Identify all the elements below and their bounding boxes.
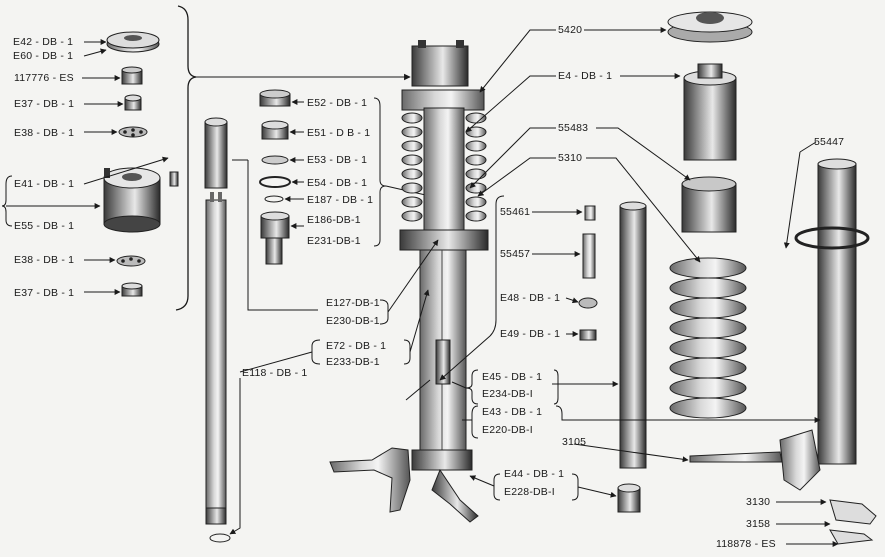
label-118878: 118878 - ES: [716, 538, 776, 550]
label-e186: E186-DB-1: [307, 214, 361, 226]
part-e51-collar: [261, 120, 289, 140]
label-117776: 117776 - ES: [14, 72, 74, 84]
label-e234: E234-DB-I: [482, 388, 533, 400]
part-e48-plate: [578, 297, 598, 309]
part-e118-rod: [205, 192, 231, 543]
part-upright-housing: [689, 158, 877, 545]
label-e44: E44 - DB - 1: [504, 468, 565, 480]
left-group-brace: [175, 5, 197, 311]
label-e38-lower: E38 - DB - 1: [14, 254, 75, 266]
part-main-strut-assembly: [329, 40, 489, 523]
label-e72: E72 - DB - 1: [326, 340, 387, 352]
label-e118: E118 - DB - 1: [242, 367, 308, 379]
part-5310-spring: [669, 257, 747, 419]
label-e42: E42 - DB - 1: [13, 36, 74, 48]
label-e51: E51 - D B - 1: [307, 127, 371, 139]
part-e187-ring: [264, 195, 284, 203]
part-e186-sleeve: [260, 211, 290, 265]
label-e49: E49 - DB - 1: [500, 328, 561, 340]
part-e54-ring: [259, 176, 291, 188]
part-e38-bearing: [118, 126, 148, 138]
label-e43: E43 - DB - 1: [482, 406, 543, 418]
part-e38-bearing-lower: [116, 255, 146, 267]
label-e52: E52 - DB - 1: [307, 97, 368, 109]
label-e55: E55 - DB - 1: [14, 220, 75, 232]
label-e54: E54 - DB - 1: [307, 177, 368, 189]
label-55447: 55447: [814, 136, 845, 148]
label-e231: E231-DB-1: [307, 235, 361, 247]
label-e4: E4 - DB - 1: [558, 70, 613, 82]
part-e37-bushing-lower: [121, 282, 143, 297]
label-e38-upper: E38 - DB - 1: [14, 127, 75, 139]
part-e37-bushing: [124, 94, 142, 111]
part-e42-disc: [106, 31, 160, 53]
part-e53-washer: [261, 155, 289, 165]
part-55457-valve: [582, 233, 596, 279]
part-long-tube: [204, 117, 228, 189]
part-e44-plug: [617, 483, 641, 513]
label-e127: E127-DB-1: [326, 297, 380, 309]
part-e4-bump-stop: [683, 63, 737, 161]
label-3105: 3105: [562, 436, 587, 448]
part-55483-sleeve: [681, 176, 737, 233]
label-e48: E48 - DB - 1: [500, 292, 561, 304]
part-55461-spring: [584, 205, 596, 221]
label-5420: 5420: [558, 24, 583, 36]
label-e220: E220-DB-I: [482, 424, 533, 436]
label-e233: E233-DB-1: [326, 356, 380, 368]
label-5310: 5310: [558, 152, 583, 164]
label-55461: 55461: [500, 206, 531, 218]
label-e228: E228-DB-I: [504, 486, 555, 498]
label-e60: E60 - DB - 1: [13, 50, 74, 62]
part-e49-nut: [579, 329, 597, 341]
label-55483: 55483: [558, 122, 589, 134]
part-e41-housing: [103, 167, 179, 233]
label-e53: E53 - DB - 1: [307, 154, 368, 166]
label-e41: E41 - DB - 1: [14, 178, 75, 190]
part-117776-nut: [121, 66, 143, 85]
label-3130: 3130: [746, 496, 771, 508]
label-e187: E187 - DB - 1: [307, 194, 374, 206]
label-55457: 55457: [500, 248, 531, 260]
label-e230: E230-DB-1: [326, 315, 380, 327]
label-e45: E45 - DB - 1: [482, 371, 543, 383]
part-tall-tube: [619, 201, 647, 469]
label-e37-upper: E37 - DB - 1: [14, 98, 75, 110]
part-e52-nut: [259, 89, 291, 107]
part-5420-cap: [667, 11, 753, 43]
label-3158: 3158: [746, 518, 771, 530]
label-e37-lower: E37 - DB - 1: [14, 287, 75, 299]
